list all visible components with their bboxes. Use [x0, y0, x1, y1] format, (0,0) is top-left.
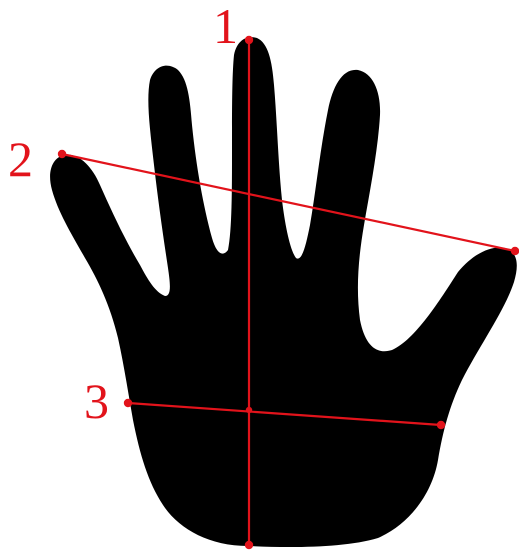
label-3: 3: [84, 373, 109, 429]
endpoint-dot-1-top: [245, 36, 253, 44]
endpoint-dot-2-right: [511, 247, 519, 255]
endpoint-dot-2-left: [58, 150, 66, 158]
endpoint-dot-3-left: [124, 399, 132, 407]
measurement-line-2: [62, 154, 515, 251]
label-2: 2: [8, 131, 33, 187]
endpoint-dot-3-right: [437, 421, 445, 429]
label-1: 1: [213, 0, 238, 54]
intersection-dot: [246, 407, 252, 413]
endpoint-dot-1-bottom: [245, 541, 253, 549]
hand-silhouette: [50, 37, 517, 547]
hand-shape: [50, 37, 517, 547]
